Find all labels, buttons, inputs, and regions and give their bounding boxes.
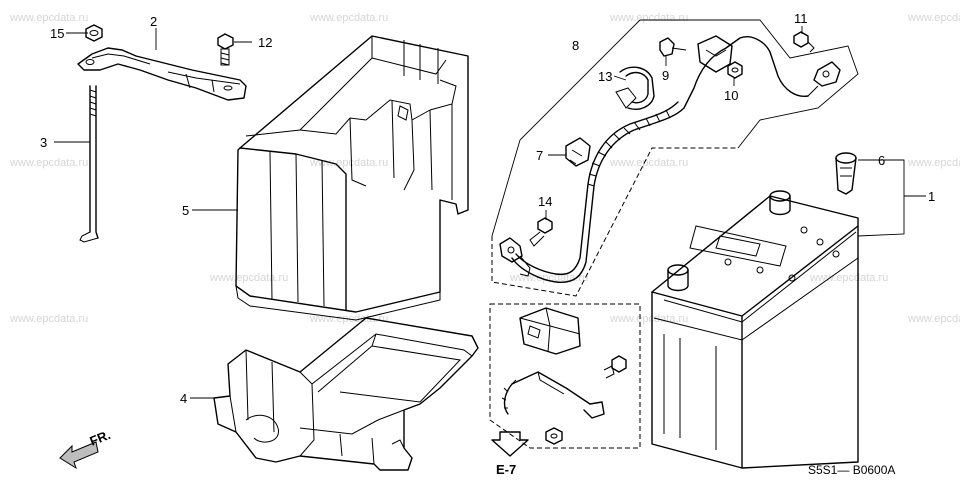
bolt-part-12 <box>217 33 234 66</box>
callout-14: 14 <box>538 194 552 209</box>
watermark: www.epcdata.ru <box>9 313 88 325</box>
callout-2: 2 <box>150 14 157 29</box>
watermark: www.epcdata.ru <box>907 12 960 24</box>
reference-arrow: E-7 <box>491 431 529 477</box>
callout-12: 12 <box>258 35 272 50</box>
callout-10: 10 <box>724 88 738 103</box>
harness-inset <box>489 303 641 449</box>
callout-8: 8 <box>572 38 579 53</box>
reference-label: E-7 <box>496 462 516 477</box>
callout-11: 11 <box>794 11 808 26</box>
arrow-icon <box>59 441 99 470</box>
watermark: www.epcdata.ru <box>907 313 960 325</box>
nut-part-15 <box>85 24 103 42</box>
watermark: www.epcdata.ru <box>9 157 88 169</box>
watermark: www.epcdata.ru <box>209 272 288 284</box>
direction-label: FR. <box>88 427 113 449</box>
watermark: www.epcdata.ru <box>907 157 960 169</box>
clip-part-13 <box>615 66 655 110</box>
callout-labels: 15 2 12 3 5 4 8 13 9 10 11 7 14 6 1 <box>40 11 935 406</box>
leader-lines <box>54 26 926 399</box>
callout-6: 6 <box>878 153 885 168</box>
bolt-part-14 <box>529 217 553 247</box>
battery-box-part-5 <box>235 35 469 321</box>
callout-4: 4 <box>180 391 187 406</box>
battery-tray-part-4 <box>213 317 479 471</box>
callout-13: 13 <box>598 69 612 84</box>
nut-part-10 <box>727 61 743 79</box>
vent-plug-part-6 <box>835 152 857 195</box>
watermark: www.epcdata.ru <box>9 12 88 24</box>
callout-9: 9 <box>662 68 669 83</box>
battery-part-1 <box>651 190 859 469</box>
watermark: www.epcdata.ru <box>809 272 888 284</box>
clip-part-7 <box>565 137 591 167</box>
callout-15: 15 <box>50 26 64 41</box>
bolt-part-9 <box>659 37 687 57</box>
hold-down-rod-part-3 <box>79 85 99 243</box>
front-direction-indicator: FR. <box>59 427 113 470</box>
battery-cable-part-8 <box>491 19 859 297</box>
watermark: www.epcdata.ru <box>609 157 688 169</box>
callout-7: 7 <box>536 148 543 163</box>
hold-down-bracket-part-2 <box>77 47 247 101</box>
watermark-layer: www.epcdata.ru www.epcdata.ru www.epcdat… <box>9 12 960 325</box>
watermark: www.epcdata.ru <box>309 157 388 169</box>
diagram-code: S5S1— B0600A <box>808 463 895 477</box>
watermark: www.epcdata.ru <box>309 12 388 24</box>
bolt-part-11 <box>793 31 815 53</box>
watermark: www.epcdata.ru <box>609 12 688 24</box>
callout-3: 3 <box>40 135 47 150</box>
callout-1: 1 <box>928 189 935 204</box>
callout-5: 5 <box>182 203 189 218</box>
